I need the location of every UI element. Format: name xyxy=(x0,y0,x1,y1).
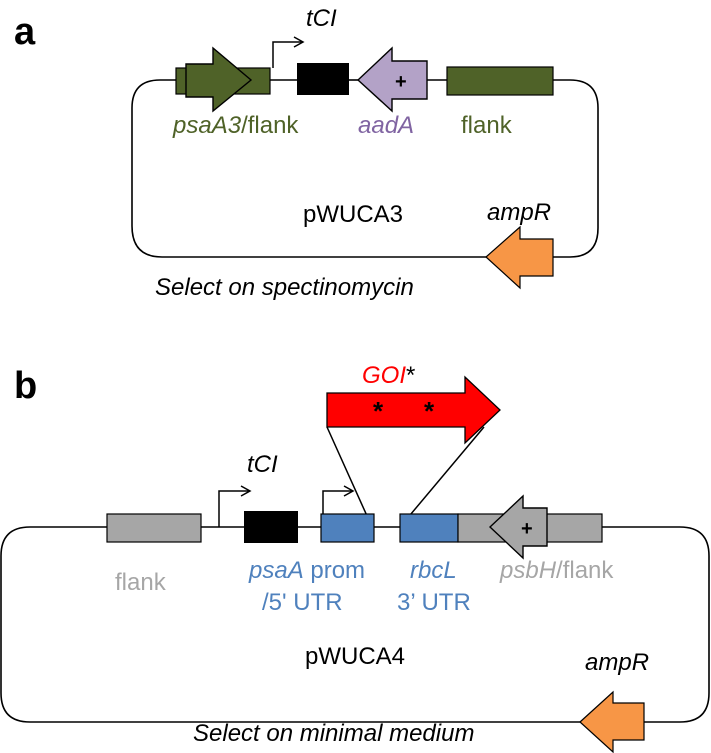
selection-caption-a: Select on spectinomycin xyxy=(155,274,414,301)
ampR-arrow-a xyxy=(485,225,554,290)
prom-word-label: prom xyxy=(304,557,365,584)
selection-caption-b: Select on minimal medium xyxy=(193,720,474,747)
utr5-label: /5' UTR xyxy=(262,589,343,616)
terminator-box-a xyxy=(297,63,349,95)
psaA-gene-label: psaA xyxy=(248,557,304,584)
tci-promoter-arrowhead-b xyxy=(240,485,252,497)
psaA3-arrow xyxy=(185,46,253,113)
tci-label-a: tCI xyxy=(306,5,337,32)
ampR-label-a: ampR xyxy=(487,199,551,226)
psbH-gene-label: psbH xyxy=(499,557,557,584)
aadA-arrow xyxy=(356,46,428,113)
psaA3-flank-label: psaA3/flank xyxy=(172,112,299,139)
flank-box-b xyxy=(106,513,202,543)
ampR-arrow-b xyxy=(579,690,645,753)
tci-promoter-arrow-a xyxy=(272,41,302,68)
psaA-promoter-arrow xyxy=(322,490,352,514)
ampR-label-b: ampR xyxy=(585,649,649,676)
plasmid-name-b: pWUCA4 xyxy=(305,643,405,670)
insertion-line-right xyxy=(399,426,485,528)
plasmid-b-outline xyxy=(0,526,710,723)
panel-a: a tCI + psaA3/flank aadA flank pWUCA3 am… xyxy=(14,5,599,301)
tci-label-b: tCI xyxy=(247,451,278,478)
goi-text: GOI xyxy=(362,362,406,389)
panel-b: b GOI* * * tCI + flank xyxy=(0,362,710,753)
aadA-plus-sign: + xyxy=(395,71,407,93)
psaA3-gene-label: psaA3 xyxy=(172,112,242,139)
psbH-arrow xyxy=(488,494,548,560)
aadA-label: aadA xyxy=(358,112,414,139)
plasmid-a-outline xyxy=(131,79,599,258)
utr3-label: 3’ UTR xyxy=(397,589,471,616)
goi-label: GOI* xyxy=(362,362,415,389)
terminator-box-b xyxy=(244,511,298,543)
psaA-prom-box xyxy=(320,513,375,543)
psaA-prom-label: psaA prom xyxy=(248,557,365,584)
flank-label-a: flank xyxy=(461,112,513,139)
flank-box-a xyxy=(446,66,554,96)
psbH-flank-label: psbH/flank xyxy=(499,557,614,584)
rbcL-utr-box xyxy=(399,513,459,543)
panel-b-letter: b xyxy=(14,365,37,407)
goi-arrow xyxy=(326,375,501,445)
psaA-promoter-arrowhead xyxy=(343,485,355,497)
flank-label-b: flank xyxy=(115,569,167,596)
goi-asterisk: * xyxy=(406,362,415,389)
panel-a-letter: a xyxy=(14,11,36,53)
psaA3-flank-suffix: /flank xyxy=(241,112,299,139)
tci-promoter-arrowhead-a xyxy=(293,36,305,48)
insertion-line-left xyxy=(326,426,373,528)
goi-mutation-star-2: * xyxy=(424,396,435,426)
plasmid-name-a: pWUCA3 xyxy=(303,201,403,228)
psbH-plus-sign: + xyxy=(521,518,533,540)
rbcL-label: rbcL xyxy=(410,557,457,584)
psbH-flank-suffix: /flank xyxy=(556,557,614,584)
tci-promoter-arrow-b xyxy=(218,490,249,527)
goi-mutation-star-1: * xyxy=(373,396,384,426)
